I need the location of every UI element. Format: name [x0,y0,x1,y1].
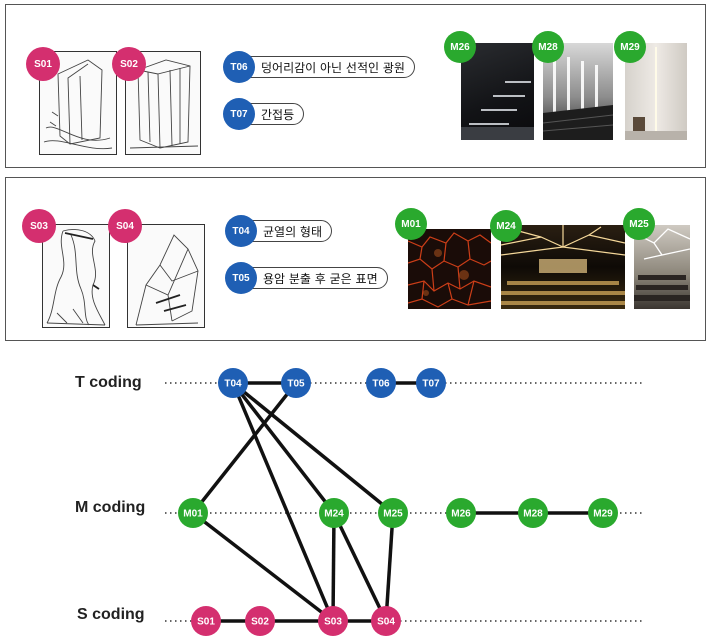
node-circle [518,498,548,528]
node-m26: M26 [446,498,476,528]
node-label: S04 [377,617,395,628]
edge-t04-s03 [231,382,335,622]
photo-m24 [501,225,625,309]
badge-t07: T07 [223,98,255,130]
node-s01: S01 [191,606,221,636]
badge-s02: S02 [112,47,146,81]
badge-t04: T04 [225,215,257,247]
node-circle [371,606,401,636]
node-label: S01 [197,617,215,628]
tag-text: 덩어리감이 아닌 선적인 광원 [261,60,405,75]
node-circle [318,606,348,636]
panel-lava: S03 S04 균열의 형태 T04 용암 분출 후 굳은 표면 T05 [5,177,706,341]
node-label: T04 [224,379,242,390]
sketch-drawing [129,59,199,149]
edge-m25-s04 [384,512,395,622]
node-s03: S03 [318,606,348,636]
tag-t06: 덩어리감이 아닌 선적인 광원 [226,56,415,78]
row-label-s: S coding [77,606,145,623]
row-guide-lines [165,382,645,622]
node-circle [416,368,446,398]
edge-m01-s03 [191,511,335,623]
badge-m25: M25 [623,208,655,240]
badge-t05: T05 [225,262,257,294]
edge-m24-s04 [332,512,388,622]
edge-t04-m25 [231,381,395,515]
tag-text: 용암 분출 후 굳은 표면 [263,271,378,286]
sketch-drawing [43,59,113,150]
node-circle [366,368,396,398]
node-label: M01 [183,509,203,520]
node-label: S03 [324,617,342,628]
node-m29: M29 [588,498,618,528]
node-circle [218,368,248,398]
coding-edges [191,381,603,623]
node-label: S02 [251,617,269,628]
node-m25: M25 [378,498,408,528]
node-t05: T05 [281,368,311,398]
node-t04: T04 [218,368,248,398]
badge-m29: M29 [614,31,646,63]
badge-t06: T06 [223,51,255,83]
badge-m26: M26 [444,31,476,63]
photo-hall-ceiling [501,225,625,305]
node-label: M25 [383,509,403,520]
photo-m01 [408,229,491,309]
tag-t05: 용암 분출 후 굳은 표면 [228,267,388,289]
node-circle [446,498,476,528]
sketch-drawing [46,229,106,326]
photo-corridor-light [543,53,613,140]
node-label: T06 [372,379,390,390]
node-circle [588,498,618,528]
node-label: T05 [287,379,305,390]
row-label-t: T coding [75,374,142,391]
tag-text: 간접등 [261,107,295,122]
node-m24: M24 [319,498,349,528]
badge-m01: M01 [395,208,427,240]
photo-stairs-light [461,81,534,140]
edge-m24-s03 [331,512,336,622]
photo-line-light [625,47,687,140]
badge-s01: S01 [26,47,60,81]
badge-m24: M24 [490,210,522,242]
badge-m28: M28 [532,31,564,63]
node-s02: S02 [245,606,275,636]
node-label: M26 [451,509,471,520]
panel-lighting: S01 S02 덩어리감이 아닌 선적인 광원 T06 간접등 T07 [5,4,706,168]
node-label: T07 [422,379,440,390]
node-circle [245,606,275,636]
node-m01: M01 [178,498,208,528]
node-circle [378,498,408,528]
badge-s03: S03 [22,209,56,243]
badge-s04: S04 [108,209,142,243]
node-label: M24 [324,509,344,520]
node-label: M29 [593,509,613,520]
sketch-s03 [42,224,110,328]
node-circle [178,498,208,528]
node-m28: M28 [518,498,548,528]
sketch-drawing [135,234,199,326]
node-t07: T07 [416,368,446,398]
photo-lava-cracks [408,232,491,308]
node-circle [191,606,221,636]
node-circle [319,498,349,528]
row-label-m: M coding [75,499,146,516]
node-label: M28 [523,509,543,520]
photo-m26 [461,43,534,140]
node-circle [281,368,311,398]
tag-text: 균열의 형태 [263,224,323,239]
node-s04: S04 [371,606,401,636]
edge-t05-m01 [191,381,298,515]
sketch-s04 [127,224,205,328]
edge-t04-m24 [231,381,336,515]
node-t06: T06 [366,368,396,398]
